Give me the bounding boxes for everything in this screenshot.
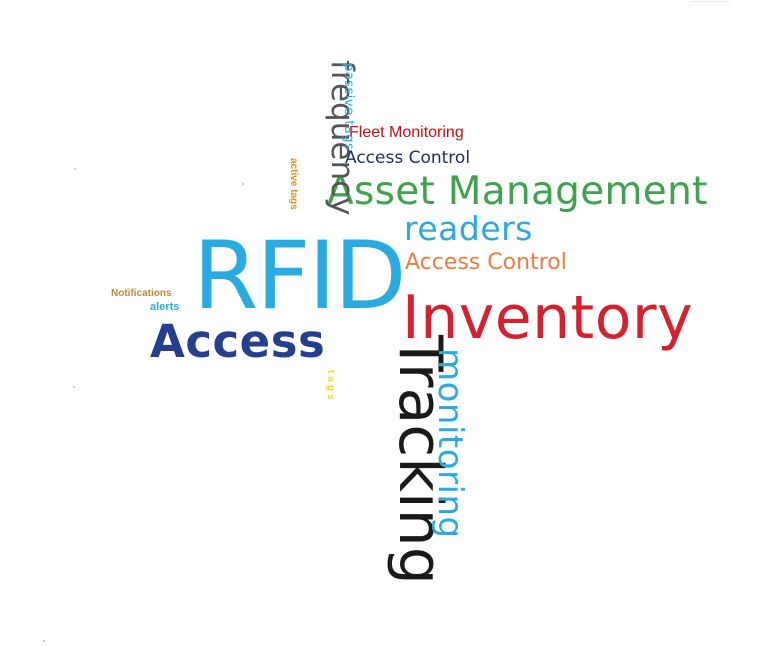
word-rfid: RFID	[193, 222, 406, 331]
word-monitoring: monitoring	[430, 348, 470, 539]
speck	[43, 640, 45, 642]
word-tags: tags	[325, 370, 336, 403]
word-passive-tags: passive tags	[341, 63, 356, 151]
speck	[242, 183, 244, 185]
word-access-control-orange: Access Control	[405, 250, 567, 275]
word-access-control-navy: Access Control	[345, 148, 471, 168]
word-notifications: Notifications	[111, 288, 172, 299]
word-asset-management: Asset Management	[327, 169, 708, 214]
speck	[690, 1, 730, 2]
word-inventory: Inventory	[402, 283, 694, 353]
word-readers: readers	[404, 209, 533, 248]
word-alerts: alerts	[150, 301, 180, 313]
word-fleet-monitoring: Fleet Monitoring	[349, 124, 464, 141]
speck	[73, 386, 75, 388]
word-active-tags: active tags	[288, 158, 299, 210]
speck	[74, 168, 76, 170]
word-access: Access	[150, 315, 326, 368]
